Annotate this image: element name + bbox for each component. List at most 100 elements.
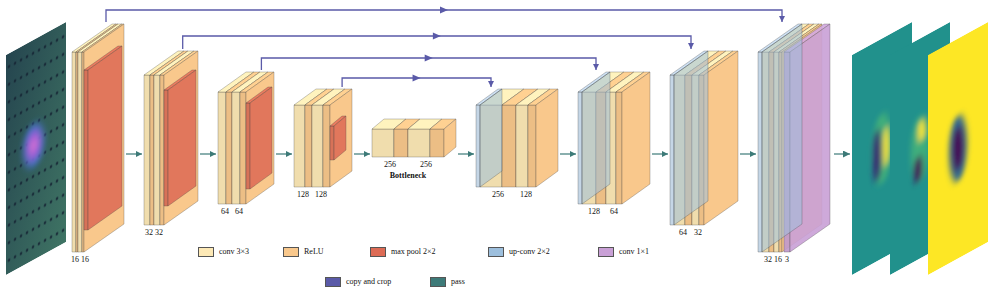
slab-front: [408, 129, 430, 157]
max-pool-slab: [330, 116, 346, 160]
legend-item: max pool 2×2: [370, 247, 436, 257]
pass-arrow: [740, 153, 756, 154]
slab-front: [476, 105, 480, 187]
relu-slab: [323, 89, 352, 187]
layer-block: 256 128: [474, 87, 560, 204]
slab-side: [88, 46, 122, 230]
slab-front: [372, 129, 394, 157]
channel-count: 32: [694, 228, 702, 238]
pass-arrow: [652, 153, 668, 154]
legend-swatch: [488, 247, 504, 257]
slab-front: [232, 92, 240, 204]
channel-count: 3: [785, 255, 789, 265]
output-spot: [883, 125, 889, 168]
output-spot: [918, 117, 925, 143]
layer-block: 32163: [756, 22, 832, 269]
legend-item: copy and crop: [325, 277, 391, 287]
slab-side: [622, 72, 650, 204]
slab-side: [444, 119, 456, 157]
slab-side: [334, 116, 346, 160]
channel-count: 128: [520, 190, 532, 200]
legend-label: copy and crop: [346, 277, 391, 287]
slab-front: [516, 105, 528, 187]
edge-group: [106, 7, 782, 23]
layer-stack: [294, 89, 352, 187]
channel-count: 16: [81, 255, 89, 265]
slab-front: [78, 52, 82, 252]
edge-group: [126, 154, 142, 155]
slab-side: [704, 51, 738, 225]
relu-slab: [616, 72, 650, 204]
edge-group: [276, 154, 292, 155]
channel-count: 32: [145, 228, 153, 238]
slab-front: [430, 129, 444, 157]
slab-side: [168, 70, 196, 206]
up-conv-slab: [578, 72, 610, 204]
input-blob: [22, 115, 46, 177]
slab-side: [330, 89, 352, 187]
slab-side: [84, 24, 124, 252]
input-grid: [6, 22, 66, 275]
layer-block: 3232: [142, 49, 200, 242]
slab-front: [670, 75, 674, 225]
layer-block: 64 64: [216, 70, 276, 221]
slab-front: [246, 103, 250, 189]
output-halo: [872, 108, 891, 189]
flow-arrowhead: [413, 75, 421, 82]
channel-count: 64: [221, 207, 229, 217]
slab-front: [154, 75, 160, 225]
slab-front: [240, 92, 246, 204]
flow-arrowhead: [433, 33, 441, 40]
layer-block: 6432: [668, 49, 740, 242]
channel-count: 32: [764, 255, 772, 265]
channel-count: 256: [492, 190, 504, 200]
channel-count: 64: [610, 207, 618, 217]
legend-swatch: [198, 247, 214, 257]
slab-front: [150, 75, 154, 225]
relu-slab: [528, 89, 558, 187]
layer-block: 128 64: [576, 70, 652, 221]
edge-group: [342, 75, 491, 88]
slab-front: [394, 129, 408, 157]
max-pool-slab: [246, 87, 272, 189]
legend-label: pass: [451, 277, 465, 287]
channel-count: 128: [297, 190, 309, 200]
layer-stack: [72, 24, 124, 252]
slab-front: [218, 92, 226, 204]
channel-count: 128: [588, 207, 600, 217]
slab-front: [160, 75, 164, 225]
pass-arrow: [276, 153, 292, 154]
layer-block: 128128: [292, 87, 354, 204]
channel-count: 64: [235, 207, 243, 217]
slab-front: [528, 105, 536, 187]
legend-label: up-conv 2×2: [509, 247, 550, 257]
edge-group: [458, 154, 474, 155]
up-conv-slab: [476, 89, 502, 187]
channel-count: 16: [71, 255, 79, 265]
flow-arrowhead: [425, 55, 433, 62]
slab-side: [480, 89, 502, 187]
slab-front: [72, 52, 76, 252]
slab-front: [758, 52, 762, 252]
skip-connection: [183, 36, 691, 49]
slab-front: [144, 75, 150, 225]
output-spot: [949, 111, 967, 187]
legend-item: ReLU: [283, 247, 324, 257]
slab-front: [578, 92, 582, 204]
output-arrow: [834, 153, 850, 154]
layer-stack: [372, 119, 456, 157]
slab-front: [323, 105, 330, 187]
legend-swatch: [430, 277, 446, 287]
max-pool-slab: [164, 70, 196, 206]
relu-slab: [430, 119, 456, 157]
pass-arrow: [560, 153, 576, 154]
slab-front: [226, 92, 232, 204]
legend-item: conv 3×3: [198, 247, 249, 257]
layer-stack: [670, 51, 738, 225]
channel-count: 16: [774, 255, 782, 265]
output-map: [928, 22, 988, 275]
legend-swatch: [598, 247, 614, 257]
layer-stack: [144, 51, 198, 225]
edge-group: [652, 154, 668, 155]
slab-side: [674, 51, 708, 225]
